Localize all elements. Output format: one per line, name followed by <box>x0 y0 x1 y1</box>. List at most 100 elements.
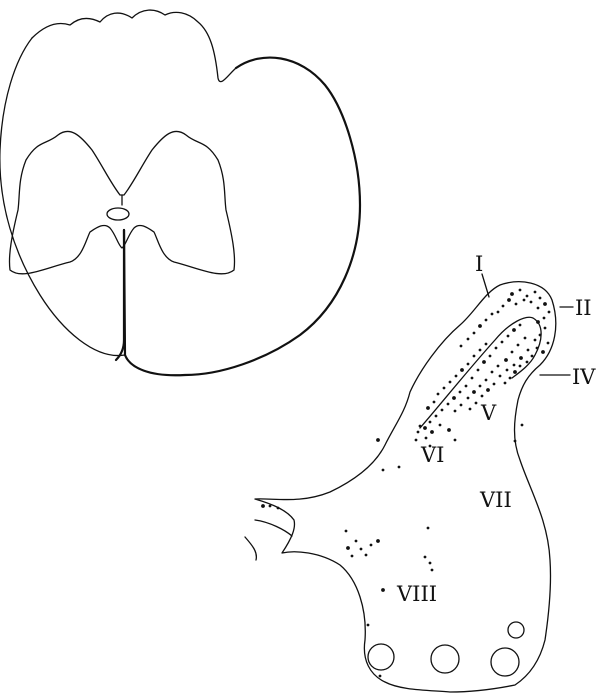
neuron-dot <box>277 507 280 510</box>
neuron-dot <box>504 358 508 362</box>
neuron-dot <box>419 425 422 428</box>
ventral-circle-4 <box>508 622 524 638</box>
lamina-diagram: I II IV V VI VII VIII <box>245 252 596 692</box>
neuron-dot <box>504 382 507 385</box>
neuron-dot <box>417 431 420 434</box>
neuron-dot <box>376 539 380 543</box>
neuron-dot <box>452 396 456 400</box>
neuron-dot <box>443 387 446 390</box>
ventral-circle-1 <box>368 644 394 670</box>
neuron-dot <box>477 369 480 372</box>
neuron-dot <box>473 332 476 335</box>
neuron-dot <box>355 540 358 543</box>
central-canal <box>107 208 129 220</box>
neuron-dot <box>547 342 550 345</box>
neuron-dot <box>441 409 444 412</box>
neuron-dot <box>524 337 527 340</box>
neuron-dot <box>497 311 500 314</box>
neuron-dot <box>531 355 534 358</box>
neuron-dot <box>382 469 385 472</box>
neuron-dot <box>449 381 452 384</box>
neuron-dot <box>429 421 432 424</box>
neuron-dot <box>521 424 524 427</box>
root-curve-1 <box>255 520 292 536</box>
neuron-dot <box>469 408 472 411</box>
neuron-dot <box>351 555 354 558</box>
neuron-dot <box>261 504 265 508</box>
neuron-dot <box>489 355 492 358</box>
neuron-dot <box>365 554 368 557</box>
neuron-dot <box>543 302 547 306</box>
neuron-dot <box>502 305 505 308</box>
neuron-dot <box>376 438 380 442</box>
neuron-dot <box>511 351 514 354</box>
neuron-dot <box>447 403 450 406</box>
neuron-dot <box>497 365 500 368</box>
neuron-dot <box>495 347 498 350</box>
neuron-dot <box>539 297 542 300</box>
neuron-dot <box>460 368 464 372</box>
neuron-dot <box>429 445 432 448</box>
neuron-dot <box>510 292 514 296</box>
neuron-dot <box>467 363 470 366</box>
cord-outline-left <box>32 10 236 82</box>
neuron-dot <box>530 301 533 304</box>
neuron-dot <box>479 385 482 388</box>
neuron-dot <box>539 334 542 337</box>
neuron-dot <box>424 556 427 559</box>
neuron-dot <box>509 377 512 380</box>
neuron-dot <box>379 675 382 678</box>
neuron-dot <box>513 370 517 374</box>
neuron-dot <box>467 338 470 341</box>
neuron-dot <box>478 324 482 328</box>
neuron-dot <box>536 347 539 350</box>
neuron-dot <box>499 375 502 378</box>
root-curve-2 <box>245 537 256 560</box>
neuron-dot <box>398 466 401 469</box>
neuron-dot <box>426 406 430 410</box>
neuron-dot <box>543 317 546 320</box>
neuron-dot <box>425 437 428 440</box>
neuron-dot <box>475 402 478 405</box>
neuron-dot <box>459 391 462 394</box>
neuron-dot <box>360 548 363 551</box>
neuron-dot <box>519 356 523 360</box>
leader-line-i <box>482 274 489 297</box>
neuron-dot <box>460 345 463 348</box>
neuron-dot <box>526 361 529 364</box>
neuron-dot <box>370 544 373 547</box>
neuron-dot <box>479 349 482 352</box>
lamina-label-i: I <box>475 252 483 276</box>
neuron-dot <box>507 335 510 338</box>
neuron-dot <box>346 546 350 550</box>
neuron-dot <box>537 307 540 310</box>
neuron-dot <box>433 401 436 404</box>
neuron-dot <box>473 355 476 358</box>
lamina-label-ii: II <box>575 296 592 320</box>
neuron-dot <box>534 291 537 294</box>
neuron-dot <box>481 395 484 398</box>
neuron-dot <box>454 439 457 442</box>
ventral-fissure <box>116 230 124 360</box>
neuron-dot <box>423 426 427 430</box>
neuron-dot <box>431 569 434 572</box>
neuron-dot <box>485 343 488 346</box>
neuron-dot <box>415 439 418 442</box>
neuron-dot <box>381 588 385 592</box>
neuron-dot <box>467 397 470 400</box>
neuron-dot <box>544 327 547 330</box>
neuron-dot <box>519 289 522 292</box>
lamina-label-vii: VII <box>479 488 512 512</box>
neuron-dot <box>447 428 451 432</box>
neuron-dot <box>482 360 486 364</box>
neuron-dot <box>465 385 468 388</box>
neuron-dot <box>517 344 520 347</box>
lamina-label-viii: VIII <box>396 582 437 606</box>
neuron-dot <box>367 624 370 627</box>
neuron-dot <box>455 375 458 378</box>
neuron-dot <box>513 364 516 367</box>
neuron-dot <box>437 393 440 396</box>
neuron-dot <box>471 377 474 380</box>
neuron-dot <box>427 527 430 530</box>
